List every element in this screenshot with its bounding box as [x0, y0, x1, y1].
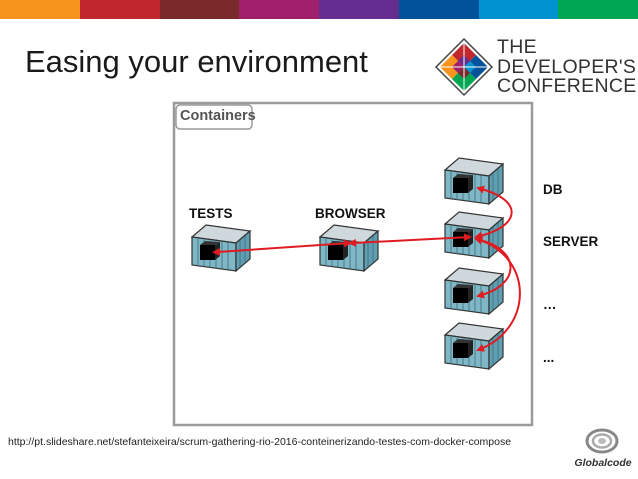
conference-logo-icon [434, 37, 494, 97]
extra-container [444, 267, 504, 315]
browser-container [319, 224, 379, 272]
conference-logo-text: THE DEVELOPER'S CONFERENCE [497, 36, 637, 97]
globalcode-brand-text: Globalcode [574, 457, 631, 469]
color-bar-segment [0, 0, 80, 19]
containers-box-label: Containers [180, 108, 256, 124]
server-container [444, 211, 504, 259]
color-bar-segment [398, 0, 479, 19]
logo-line: THE [497, 36, 537, 58]
server-label: SERVER [543, 234, 599, 249]
containers-label-tab [175, 104, 253, 130]
ellipsis-label: … [543, 297, 557, 312]
color-bar-segment [159, 0, 240, 19]
tests-label: TESTS [189, 206, 233, 221]
color-bar-segment [79, 0, 160, 19]
color-bar-segment [478, 0, 559, 19]
logo-line: CONFERENCE [497, 75, 637, 97]
db-label: DB [543, 182, 563, 197]
ellipsis-label: ... [543, 350, 555, 365]
logo-line: DEVELOPER'S [497, 55, 637, 78]
db-container [444, 157, 504, 205]
extra-container [444, 322, 504, 370]
server-to-extra2-arrow [474, 236, 521, 352]
color-bar-segment [319, 0, 399, 19]
top-color-bar [0, 0, 638, 19]
globalcode-logo-icon: Globalcode [574, 428, 632, 469]
browser-label: BROWSER [315, 206, 386, 221]
color-bar-segment [239, 0, 319, 19]
slide-title: Easing your environment [25, 44, 368, 79]
server-to-extra-arrow [474, 236, 512, 299]
source-url: http://pt.slideshare.net/stefanteixeira/… [8, 436, 512, 448]
color-bar-segment [558, 0, 638, 19]
browser-to-server-arrow [348, 233, 472, 247]
tests-to-browser-arrow [212, 239, 352, 256]
tests-container [191, 224, 251, 272]
server-to-db-arrow [474, 185, 513, 240]
